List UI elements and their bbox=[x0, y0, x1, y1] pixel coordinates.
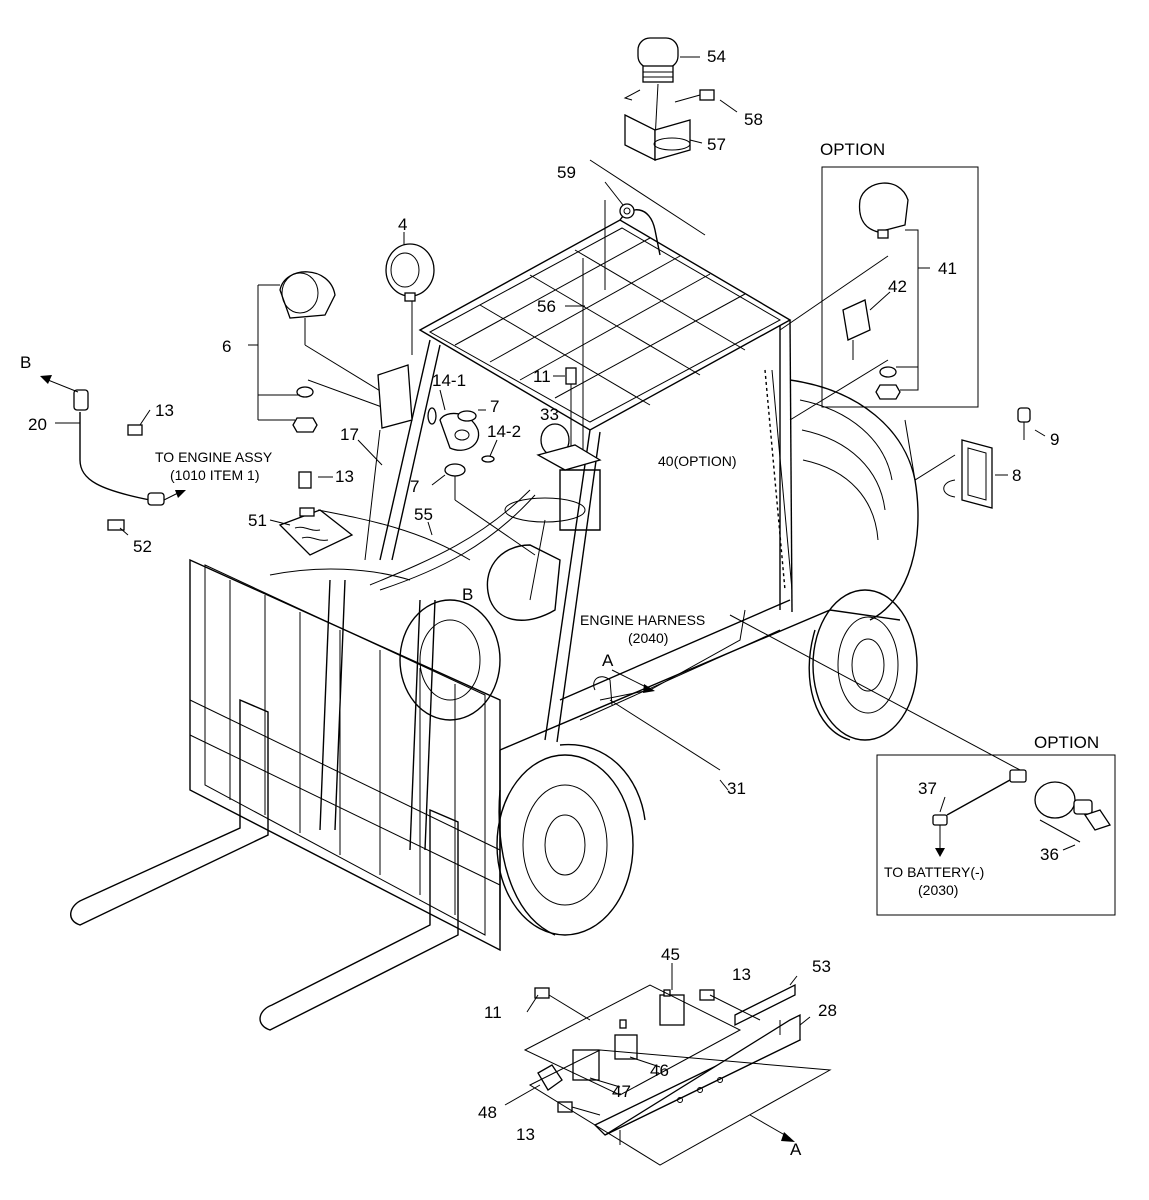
bolt-13a bbox=[127, 424, 143, 436]
bolt-13c bbox=[699, 989, 715, 1001]
option-label-bottom: OPTION bbox=[1034, 733, 1099, 752]
forks bbox=[70, 698, 459, 1031]
callout-46: 46 bbox=[650, 1061, 669, 1080]
callout-45: 45 bbox=[661, 945, 680, 964]
callout-8: 8 bbox=[1012, 466, 1021, 485]
front-wheel bbox=[496, 743, 646, 936]
option-frame-bottom bbox=[876, 754, 1116, 916]
horn-33 bbox=[536, 423, 602, 471]
callout-11: 11 bbox=[484, 1003, 502, 1022]
callout-56: 56 bbox=[537, 297, 556, 316]
callout-13: 13 bbox=[732, 965, 751, 984]
option-bracket-42 bbox=[842, 299, 871, 341]
callout-4: 4 bbox=[398, 215, 407, 234]
engine-harness-note: ENGINE HARNESS bbox=[580, 612, 705, 628]
callout-A: A bbox=[602, 651, 614, 670]
bolt-58 bbox=[674, 89, 715, 103]
washer-41 bbox=[879, 366, 897, 378]
relay-45 bbox=[659, 989, 685, 1026]
callout-41: 41 bbox=[938, 259, 957, 278]
seat-steering bbox=[486, 469, 601, 621]
callout-14-2: 14-2 bbox=[487, 422, 521, 441]
engine-harness-route bbox=[599, 609, 746, 701]
forklift-drawing bbox=[70, 209, 1021, 1031]
callout-7: 7 bbox=[490, 397, 499, 416]
to-battery-note-ref: (2030) bbox=[918, 882, 958, 898]
option-lamp-41 bbox=[858, 182, 909, 239]
work-lamp-6 bbox=[279, 271, 396, 401]
callout-17: 17 bbox=[340, 425, 359, 444]
relay-47 bbox=[572, 1049, 600, 1081]
bolt-11b bbox=[534, 987, 550, 999]
callout-55: 55 bbox=[414, 505, 433, 524]
washer-6 bbox=[296, 386, 314, 398]
callout-59: 59 bbox=[557, 163, 576, 182]
grommet-59 bbox=[619, 203, 635, 219]
harness-55 bbox=[369, 489, 531, 586]
overhead-guard bbox=[379, 209, 793, 743]
callout-52: 52 bbox=[133, 537, 152, 556]
callout-7: 7 bbox=[410, 477, 419, 496]
option-frame-top bbox=[821, 166, 979, 408]
fuse-48 bbox=[537, 1064, 563, 1091]
bolt-13b bbox=[298, 471, 312, 489]
lamp-bracket-17 bbox=[364, 364, 413, 561]
cable-20 bbox=[73, 389, 165, 506]
callout-13: 13 bbox=[155, 401, 174, 420]
callout-33: 33 bbox=[540, 405, 559, 424]
callout-58: 58 bbox=[744, 110, 763, 129]
callout-11: 11 bbox=[533, 367, 551, 386]
bolt-52 bbox=[107, 519, 125, 531]
callout-48: 48 bbox=[478, 1103, 497, 1122]
disconnect-switch-36 bbox=[1034, 781, 1112, 831]
to-battery-note: TO BATTERY(-) bbox=[884, 864, 984, 880]
rear-lamp-8 bbox=[943, 439, 993, 509]
callout-51: 51 bbox=[248, 511, 267, 530]
callout-31: 31 bbox=[727, 779, 746, 798]
plate-51 bbox=[278, 507, 354, 556]
callout-B: B bbox=[20, 353, 31, 372]
callout-6: 6 bbox=[222, 337, 231, 356]
bracket-57 bbox=[624, 113, 691, 162]
relay-panel-28 bbox=[593, 1013, 802, 1145]
callout-37: 37 bbox=[918, 779, 937, 798]
callout-54: 54 bbox=[707, 47, 726, 66]
callout-47: 47 bbox=[612, 1082, 631, 1101]
callout-13: 13 bbox=[335, 467, 354, 486]
rear-wheel bbox=[808, 589, 918, 741]
to-engine-note-ref: (1010 ITEM 1) bbox=[170, 467, 259, 483]
engine-harness-note-ref: (2040) bbox=[628, 630, 668, 646]
callout-28: 28 bbox=[818, 1001, 837, 1020]
o-ring-7b bbox=[444, 463, 466, 477]
mast bbox=[269, 568, 501, 851]
callout-36: 36 bbox=[1040, 845, 1059, 864]
callout-leaders bbox=[55, 56, 1076, 1106]
callout-9: 9 bbox=[1050, 430, 1059, 449]
callout-14-1: 14-1 bbox=[432, 371, 466, 390]
bracket-53 bbox=[734, 983, 796, 1027]
callout-53: 53 bbox=[812, 957, 831, 976]
beacon-lamp-54 bbox=[623, 37, 679, 141]
screw-9 bbox=[1017, 407, 1031, 440]
callout-B: B bbox=[462, 585, 473, 604]
callout-A: A bbox=[790, 1140, 802, 1159]
nut-6 bbox=[292, 417, 318, 433]
option-label-top: OPTION bbox=[820, 140, 885, 159]
callout-57: 57 bbox=[707, 135, 726, 154]
to-engine-note: TO ENGINE ASSY bbox=[155, 449, 273, 465]
harness-40 bbox=[764, 369, 793, 591]
callout-13: 13 bbox=[516, 1125, 535, 1144]
nut-41 bbox=[875, 384, 901, 400]
callout-40-option: 40(OPTION) bbox=[658, 453, 737, 469]
o-ring-7a bbox=[457, 410, 477, 422]
work-lamp-4 bbox=[385, 243, 435, 355]
callout-42: 42 bbox=[888, 277, 907, 296]
battery-cable-37 bbox=[932, 769, 1027, 826]
cable-clamp-31 bbox=[593, 676, 613, 706]
callout-20: 20 bbox=[28, 415, 47, 434]
load-backrest bbox=[189, 558, 501, 952]
connector-14 bbox=[427, 407, 495, 463]
